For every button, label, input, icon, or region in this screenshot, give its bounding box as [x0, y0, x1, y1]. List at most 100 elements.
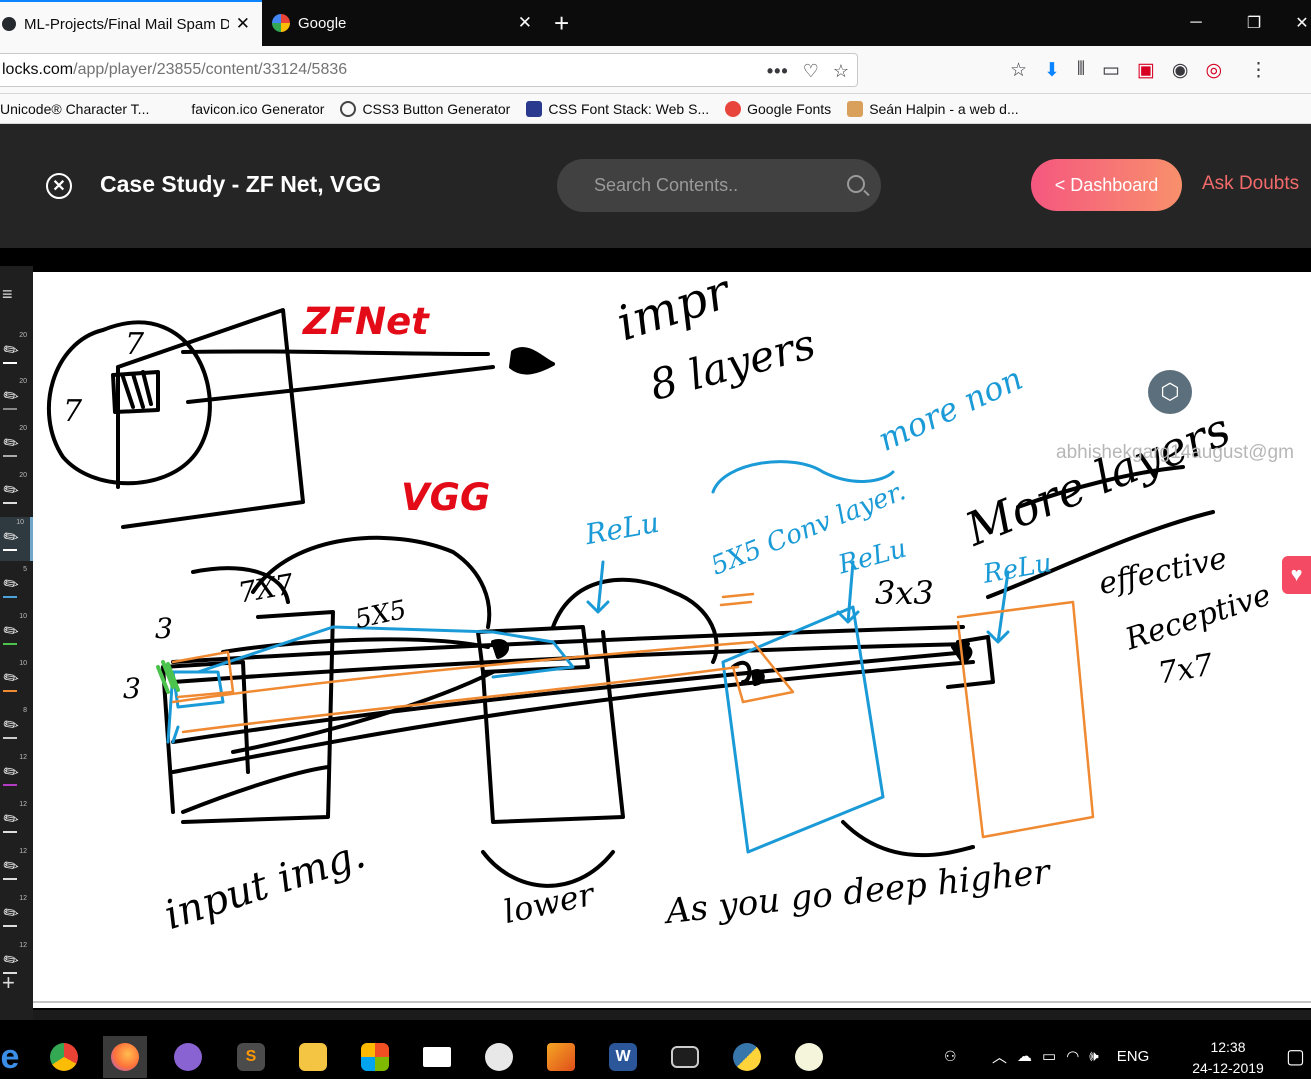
pen-tool[interactable]: 10✎: [0, 658, 33, 702]
pen-tool[interactable]: 8✎: [0, 705, 33, 749]
pocket-icon[interactable]: ♡: [802, 60, 819, 81]
settings-hex-icon[interactable]: ⬡: [1148, 370, 1192, 414]
extension-icon[interactable]: ◎: [1205, 59, 1223, 81]
pen-tool[interactable]: 20✎: [0, 376, 33, 420]
close-icon[interactable]: ✕: [235, 14, 250, 33]
google-icon: [272, 14, 290, 32]
volume-icon[interactable]: 🕪: [1089, 1047, 1099, 1065]
pen-icon: ✎: [0, 900, 24, 926]
pen-size: 8: [23, 707, 27, 714]
pen-icon: ✎: [0, 618, 24, 644]
close-player-icon[interactable]: ✕: [46, 173, 72, 199]
bookmark-label: CSS3 Button Generator: [362, 100, 511, 117]
ask-doubts-link[interactable]: Ask Doubts: [1202, 173, 1300, 194]
globe-icon: [340, 100, 357, 117]
paint-icon[interactable]: [787, 1036, 831, 1078]
bookmark-google-fonts[interactable]: Google Fonts: [725, 100, 831, 117]
pen-tool[interactable]: 20✎: [0, 423, 33, 467]
pen-tool-selected[interactable]: 10✎: [0, 517, 33, 561]
onedrive-icon[interactable]: ☁: [1017, 1048, 1033, 1065]
drawing-layer: [33, 308, 1311, 1003]
bookmark-label: Seán Halpin - a web d...: [869, 100, 1019, 117]
terminal-icon[interactable]: [663, 1036, 707, 1078]
pen-color: [3, 596, 17, 598]
chrome-icon[interactable]: [42, 1036, 86, 1078]
pen-size: 12: [19, 801, 27, 808]
bookmark-css3-button[interactable]: CSS3 Button Generator: [340, 100, 511, 117]
store-icon[interactable]: [353, 1036, 397, 1078]
pen-tool[interactable]: 12✎: [0, 846, 33, 890]
library-icon[interactable]: ⫴: [1076, 59, 1085, 80]
pen-color: [3, 502, 17, 504]
reader-icon[interactable]: ☆: [1010, 59, 1028, 81]
tab-title: Google: [298, 14, 347, 32]
sidebar-icon[interactable]: ▭: [1101, 59, 1120, 81]
clock[interactable]: 12:38 24-12-2019: [1186, 1037, 1270, 1079]
pen-tool[interactable]: 20✎: [0, 470, 33, 514]
language-indicator[interactable]: ENG: [1116, 1047, 1150, 1065]
pen-tool[interactable]: 10✎: [0, 611, 33, 655]
pen-tool[interactable]: 12✎: [0, 893, 33, 937]
restore-icon[interactable]: ❐: [1246, 15, 1262, 32]
close-icon[interactable]: ✕: [517, 13, 532, 32]
whiteboard-canvas[interactable]: ZFNet VGG impr 8 layers more non More la…: [33, 264, 1311, 1008]
pen-color: [3, 455, 17, 457]
more-actions-icon[interactable]: •••: [766, 60, 789, 81]
python-icon[interactable]: [725, 1036, 769, 1078]
input-green-mark: [156, 660, 180, 694]
anaconda-icon[interactable]: [477, 1036, 521, 1078]
watermark-email: abhishekgarg14august@gm: [1056, 442, 1294, 463]
pen-icon: ✎: [0, 430, 24, 456]
search-input[interactable]: Search Contents..: [557, 159, 881, 212]
window-close-icon[interactable]: ✕: [1295, 15, 1309, 32]
github-desktop-icon[interactable]: [166, 1036, 210, 1078]
pocket-save-icon[interactable]: ▣: [1136, 59, 1155, 81]
pen-tool[interactable]: 12✎: [0, 799, 33, 843]
vgg-label: VGG: [401, 476, 491, 519]
clock-date: 24-12-2019: [1192, 1060, 1264, 1076]
url-bar[interactable]: locks.com/app/player/23855/content/33124…: [0, 53, 858, 87]
pen-tool[interactable]: 12✎: [0, 940, 33, 984]
battery-icon[interactable]: ▭: [1042, 1048, 1057, 1065]
bookmark-unicode[interactable]: Unicode® Character T...: [0, 101, 149, 117]
notifications-icon[interactable]: ▢: [1286, 1045, 1305, 1068]
menu-icon[interactable]: ⋮: [1249, 59, 1269, 81]
dashboard-button[interactable]: < Dashboard: [1031, 159, 1182, 211]
pen-tool[interactable]: 12✎: [0, 752, 33, 796]
menu-icon[interactable]: ≡: [2, 284, 13, 304]
firefox-icon[interactable]: [103, 1036, 147, 1078]
pen-icon: ✎: [0, 477, 24, 503]
word-icon[interactable]: W: [601, 1036, 645, 1078]
pen-size: 12: [19, 895, 27, 902]
tab-google[interactable]: Google ✕: [262, 0, 544, 46]
file-explorer-icon[interactable]: [291, 1036, 335, 1078]
handwriting-7-top: 7: [125, 327, 145, 362]
bookmark-sean-halpin[interactable]: Seán Halpin - a web d...: [847, 100, 1019, 117]
url-domain: locks.com: [2, 61, 74, 78]
edge-icon[interactable]: e: [0, 1037, 20, 1076]
bookmark-css-font-stack[interactable]: CSS Font Stack: Web S...: [526, 100, 709, 117]
mail-icon[interactable]: [415, 1036, 459, 1078]
pen-color: [3, 643, 17, 645]
new-tab-icon[interactable]: +: [554, 7, 570, 38]
pen-size: 12: [19, 754, 27, 761]
chevron-up-icon[interactable]: ︿: [992, 1048, 1008, 1066]
heart-icon[interactable]: ♥: [1282, 556, 1311, 594]
toolbar-icons: ☆ ⬇ ⫴ ▭ ▣ ◉ ◎ ⋮: [1010, 46, 1268, 94]
sublime-icon[interactable]: S: [229, 1036, 273, 1078]
matlab-icon[interactable]: [539, 1036, 583, 1078]
pen-tool[interactable]: 20✎: [0, 330, 33, 374]
cssfont-icon: [526, 100, 543, 117]
tab-ml-projects[interactable]: ML-Projects/Final Mail Spam D ✕: [0, 0, 262, 46]
account-icon[interactable]: ◉: [1171, 59, 1189, 81]
search-icon[interactable]: [847, 175, 865, 193]
add-tool-icon[interactable]: +: [2, 970, 15, 995]
minimize-icon[interactable]: ─: [1190, 14, 1202, 31]
url-path: /app/player/23855/content/33124/5836: [73, 61, 348, 78]
bookmark-star-icon[interactable]: ☆: [832, 60, 849, 81]
wifi-icon[interactable]: ◠: [1066, 1048, 1080, 1065]
pen-tool[interactable]: 5✎: [0, 564, 33, 608]
download-icon[interactable]: ⬇: [1044, 59, 1060, 81]
bookmark-favicon[interactable]: favicon.ico Generator: [191, 101, 324, 117]
people-icon[interactable]: ⚇: [944, 1047, 957, 1064]
